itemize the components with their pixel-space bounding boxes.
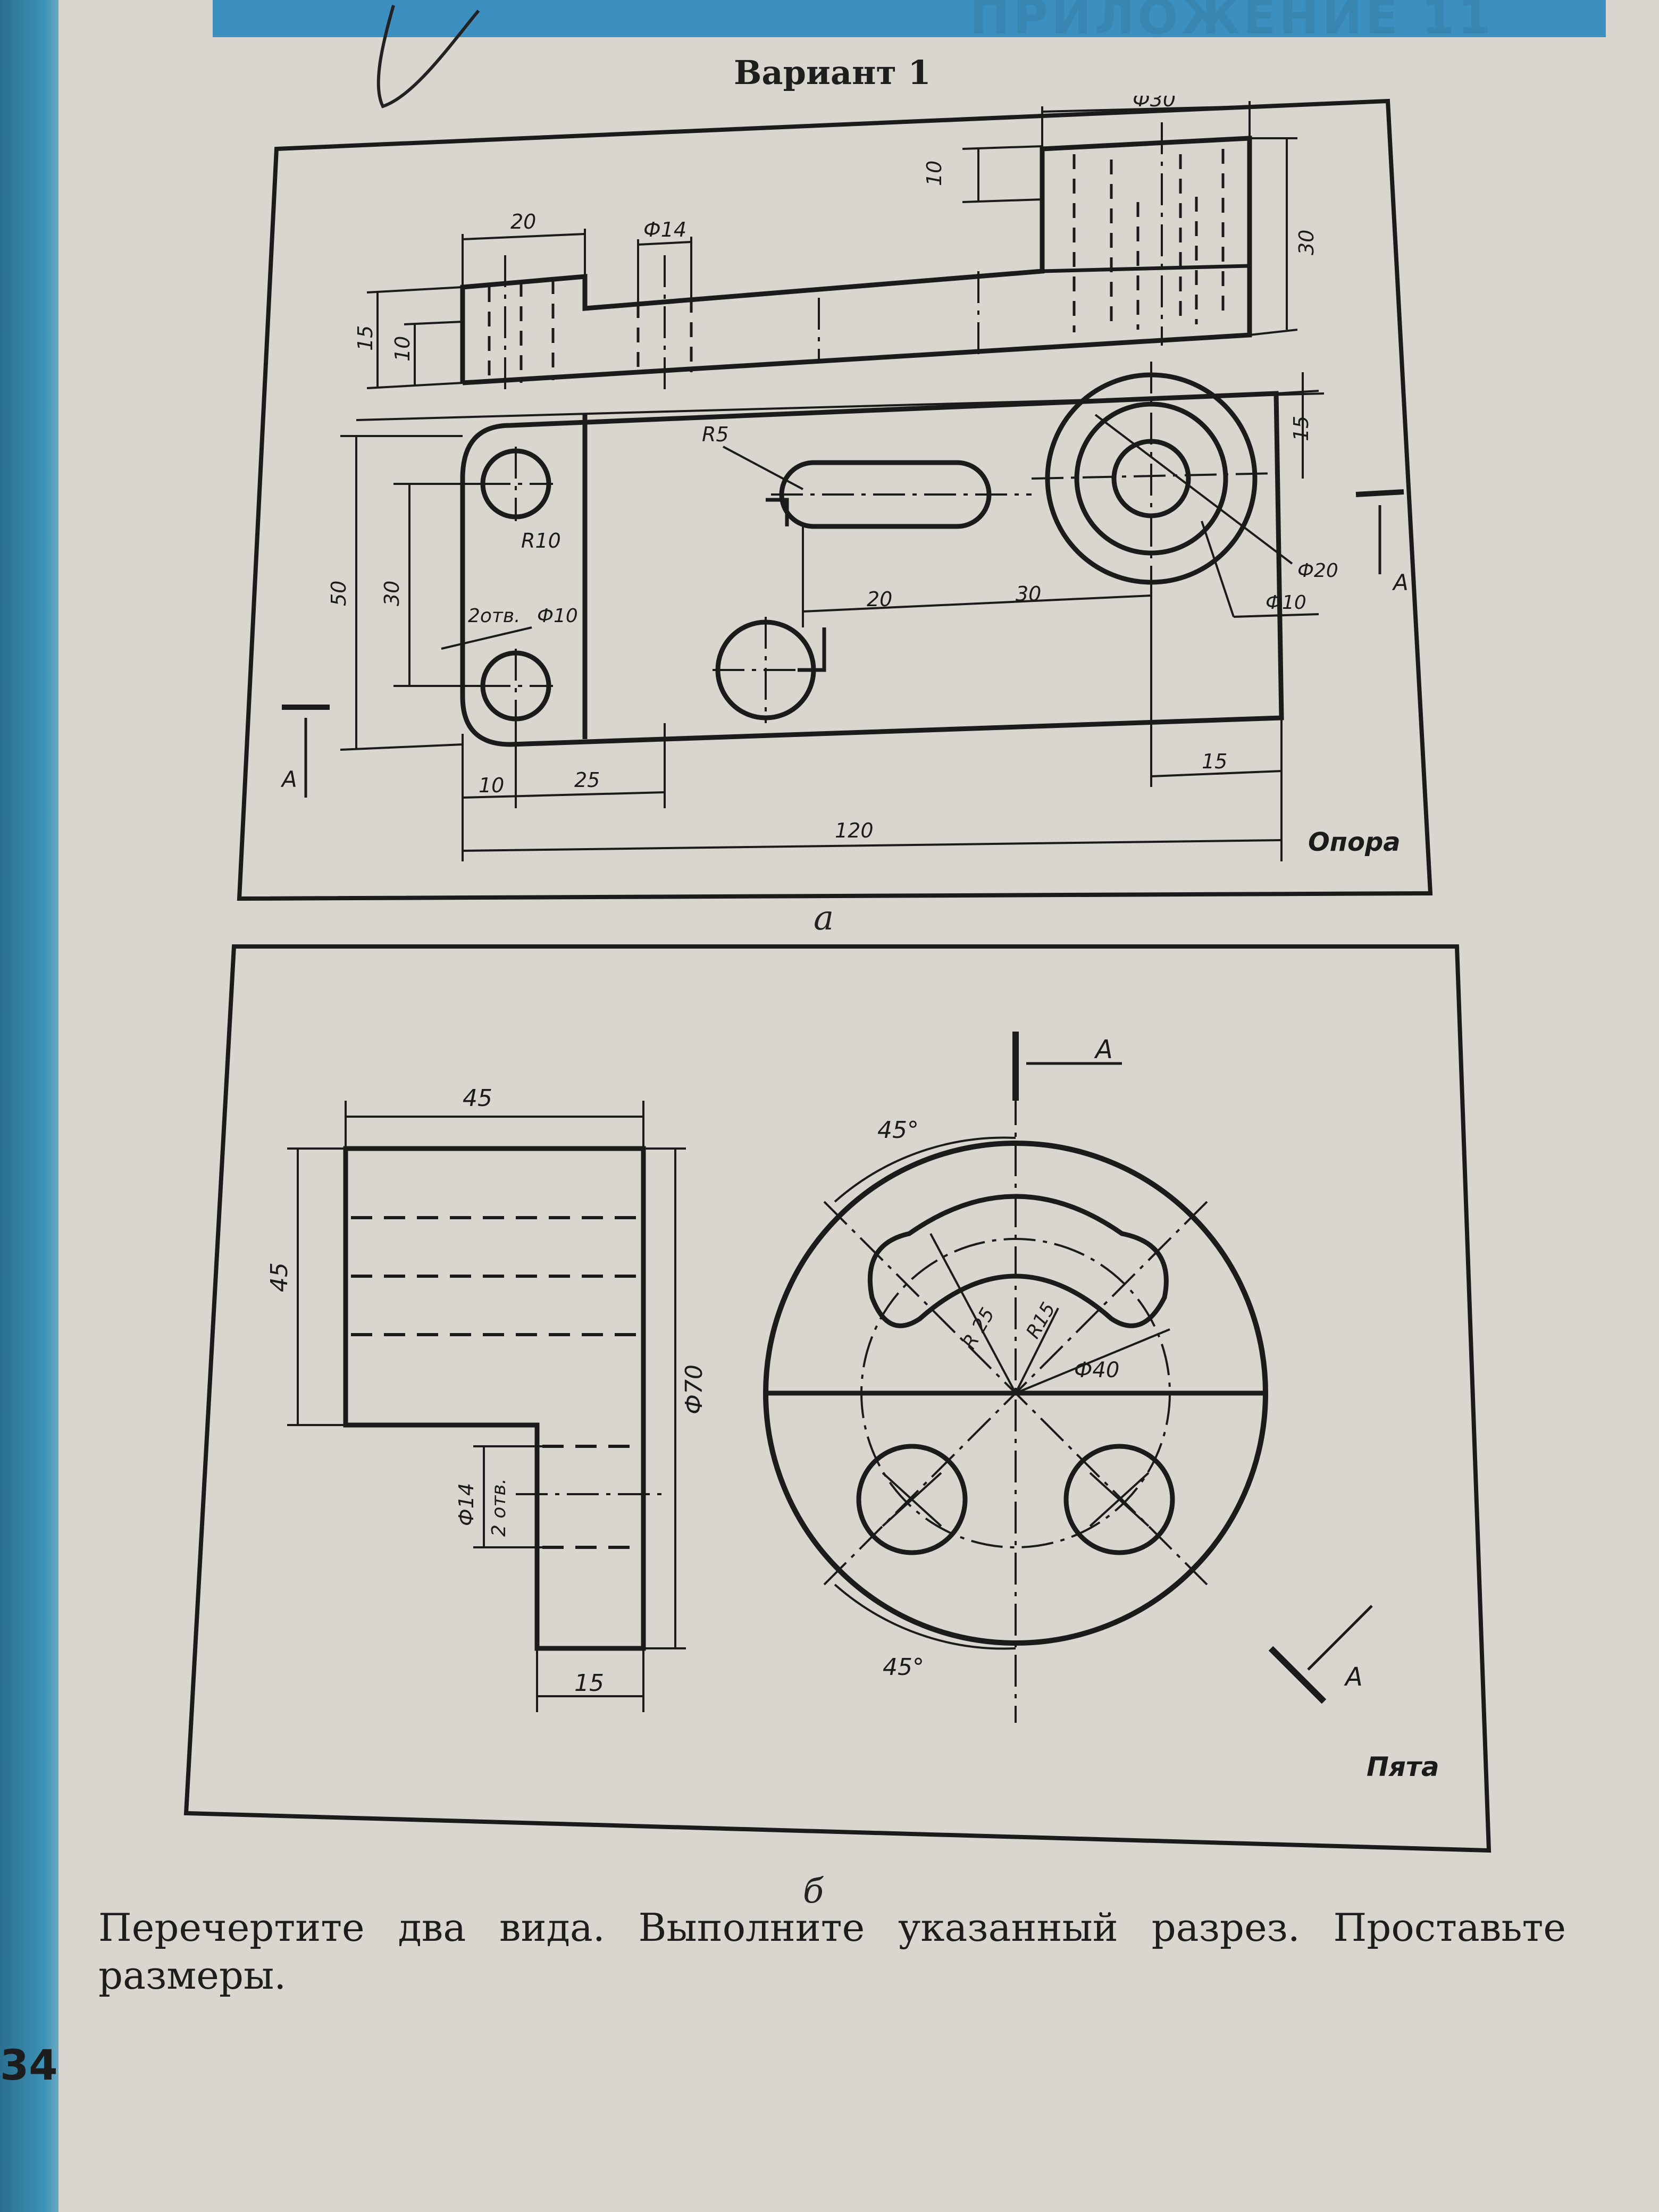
page-number: 34	[0, 2042, 58, 2090]
dim-r15: R15	[1022, 1299, 1060, 1343]
dim-w15: 15	[574, 1670, 604, 1697]
dim-ang45-bottom: 45°	[883, 1654, 924, 1681]
dim-d10b: Ф10	[1266, 592, 1306, 614]
dim-holes: 2 отв.	[488, 1478, 510, 1537]
dim-h30b: 30	[380, 581, 404, 606]
dim-h30: 30	[1295, 230, 1318, 255]
frame-a	[237, 98, 1433, 901]
appendix-title: ПРИЛОЖЕНИЕ 11	[969, 0, 1494, 45]
dim-h45: 45	[266, 1262, 293, 1292]
dim-d70: Ф70	[681, 1364, 708, 1414]
dim-h50: 50	[327, 581, 350, 606]
dim-h15: 15	[354, 325, 377, 351]
header-band	[213, 0, 1606, 37]
drawing-sheet-a: Ф30 10 30 20 Ф14 15 10 15 R5 R10 2отв. Ф…	[234, 96, 1531, 904]
pen-scribble	[376, 5, 480, 108]
drawing-sheet-b: 45 45 Ф70 Ф14 2 отв. 15 45° 45° R 25 R15…	[175, 936, 1515, 1861]
dim-h10b: 10	[391, 336, 414, 362]
section-letter-left: А	[280, 766, 297, 792]
dim-w20b: 20	[867, 588, 892, 611]
dim-w45: 45	[463, 1085, 492, 1112]
task-instruction: Перечертите два вида. Выполните указанны…	[98, 1905, 1566, 1998]
book-page	[58, 0, 1659, 2212]
dim-d14: Ф14	[455, 1483, 478, 1526]
part-name-a: Опора	[1308, 827, 1401, 857]
dim-w20: 20	[510, 210, 536, 233]
dim-w120: 120	[835, 819, 874, 842]
dim-h10: 10	[923, 161, 946, 186]
dim-h15r: 15	[1289, 416, 1313, 441]
section-letter-top: А	[1094, 1035, 1113, 1065]
dim-d20: Ф20	[1297, 560, 1338, 582]
dim-r10: R10	[521, 529, 561, 552]
dim-r5: R5	[702, 423, 729, 446]
dim-w30: 30	[1016, 582, 1041, 606]
frame-b	[183, 944, 1492, 1853]
variant-title: Вариант 1	[734, 53, 931, 92]
part-name-b: Пята	[1367, 1752, 1439, 1782]
caption-a: а	[814, 899, 834, 938]
dim-holes: 2отв.	[468, 605, 521, 627]
dim-d40: Ф40	[1074, 1358, 1119, 1382]
dim-w25: 25	[574, 768, 600, 792]
caption-b: б	[803, 1872, 824, 1911]
dim-d30: Ф30	[1133, 96, 1176, 111]
dim-w15: 15	[1202, 750, 1227, 773]
dim-d14: Ф14	[643, 218, 686, 241]
dim-ang45-top: 45°	[877, 1117, 919, 1144]
section-letter-right: А	[1392, 569, 1409, 596]
dim-d10: Ф10	[537, 605, 578, 627]
dim-r25: R 25	[958, 1304, 999, 1353]
dim-w10: 10	[479, 774, 504, 797]
section-letter-bottom: А	[1344, 1662, 1363, 1692]
